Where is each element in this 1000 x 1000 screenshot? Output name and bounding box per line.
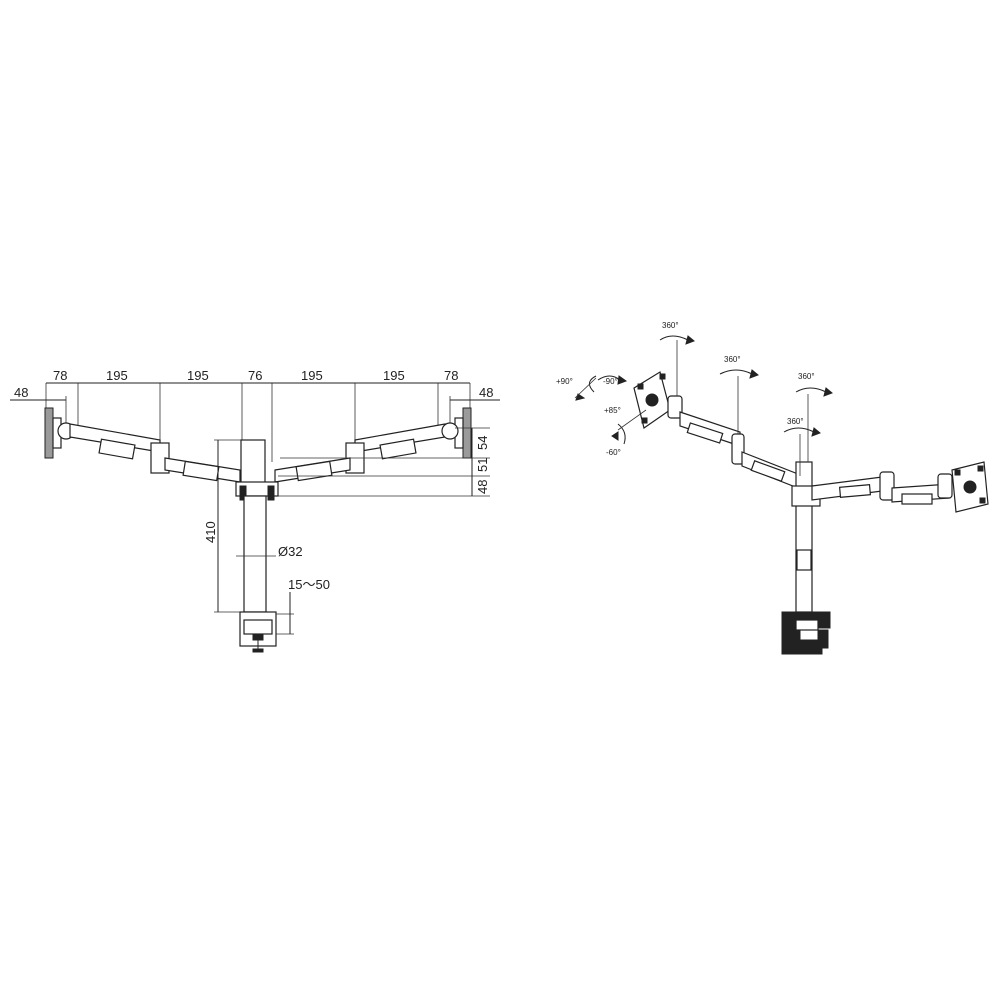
dim-pole-diameter: Ø32: [278, 544, 303, 559]
right-head-plate: [951, 461, 989, 513]
label-tilt-up: +85°: [604, 406, 621, 415]
rotate-arrow-elbow-left-icon: [719, 369, 753, 375]
left-arm-assembly: [667, 395, 799, 489]
rotate-arrow-left-head-icon: [659, 335, 689, 341]
label-swivel-right: -90°: [603, 377, 618, 386]
dim-arm-right-outer: 195: [383, 368, 405, 383]
right-arm: [274, 423, 446, 483]
dim-head-right: 78: [444, 368, 458, 383]
rotate-arrow-pole-top-icon: [795, 387, 827, 393]
left-head-plate: [633, 371, 671, 429]
label-elbow-left-rotation: 360°: [724, 355, 741, 364]
right-height-dimensions: 54 51 48: [278, 427, 490, 497]
rotation-indicators: [574, 335, 833, 476]
perspective-view-drawing: 360° +90° -90° +85° -60° 360° 360° 360°: [556, 321, 989, 655]
label-pole-top-rotation: 360°: [798, 372, 815, 381]
dim-height-mid: 51: [475, 458, 490, 472]
perspective-clamp: [781, 611, 831, 655]
dim-arm-left-inner: 195: [187, 368, 209, 383]
left-arm: [69, 423, 241, 483]
top-dimension-labels: 48 78 195 195 76 195 195 78 48: [14, 368, 493, 400]
dim-arm-right-inner: 195: [301, 368, 323, 383]
label-tilt-down: -60°: [606, 448, 621, 457]
right-arm-assembly: [811, 471, 953, 505]
right-vesa-plate: [441, 407, 472, 459]
pole-diameter-dimension: Ø32: [236, 544, 303, 559]
dim-clamp-range: 15～50: [288, 577, 330, 592]
dim-height-bottom: 48: [475, 480, 490, 494]
dim-outer-right: 48: [479, 385, 493, 400]
desk-clamp: [239, 611, 277, 653]
dim-center: 76: [248, 368, 262, 383]
perspective-pole: [791, 461, 821, 613]
dim-outer-left: 48: [14, 385, 28, 400]
swivel-arrow-icon: [589, 375, 597, 393]
label-left-head-rotation: 360°: [662, 321, 679, 330]
rotation-labels: 360° +90° -90° +85° -60° 360° 360° 360°: [556, 321, 815, 457]
dim-head-left: 78: [53, 368, 67, 383]
label-elbow-right-rotation: 360°: [787, 417, 804, 426]
dim-arm-left-outer: 195: [106, 368, 128, 383]
pole-height-dimension: 410: [203, 439, 241, 613]
label-swivel-left: +90°: [556, 377, 573, 386]
pole: [235, 439, 279, 613]
dim-pole-height: 410: [203, 521, 218, 543]
rotate-arrow-elbow-right-icon: [783, 427, 815, 433]
dim-height-top: 54: [475, 436, 490, 450]
tilt-arrow-icon: [617, 423, 626, 445]
front-view-drawing: 48 78 195 195 76 195 195 78 48: [10, 368, 500, 653]
clamp-range-dimension: 15～50: [276, 577, 330, 635]
